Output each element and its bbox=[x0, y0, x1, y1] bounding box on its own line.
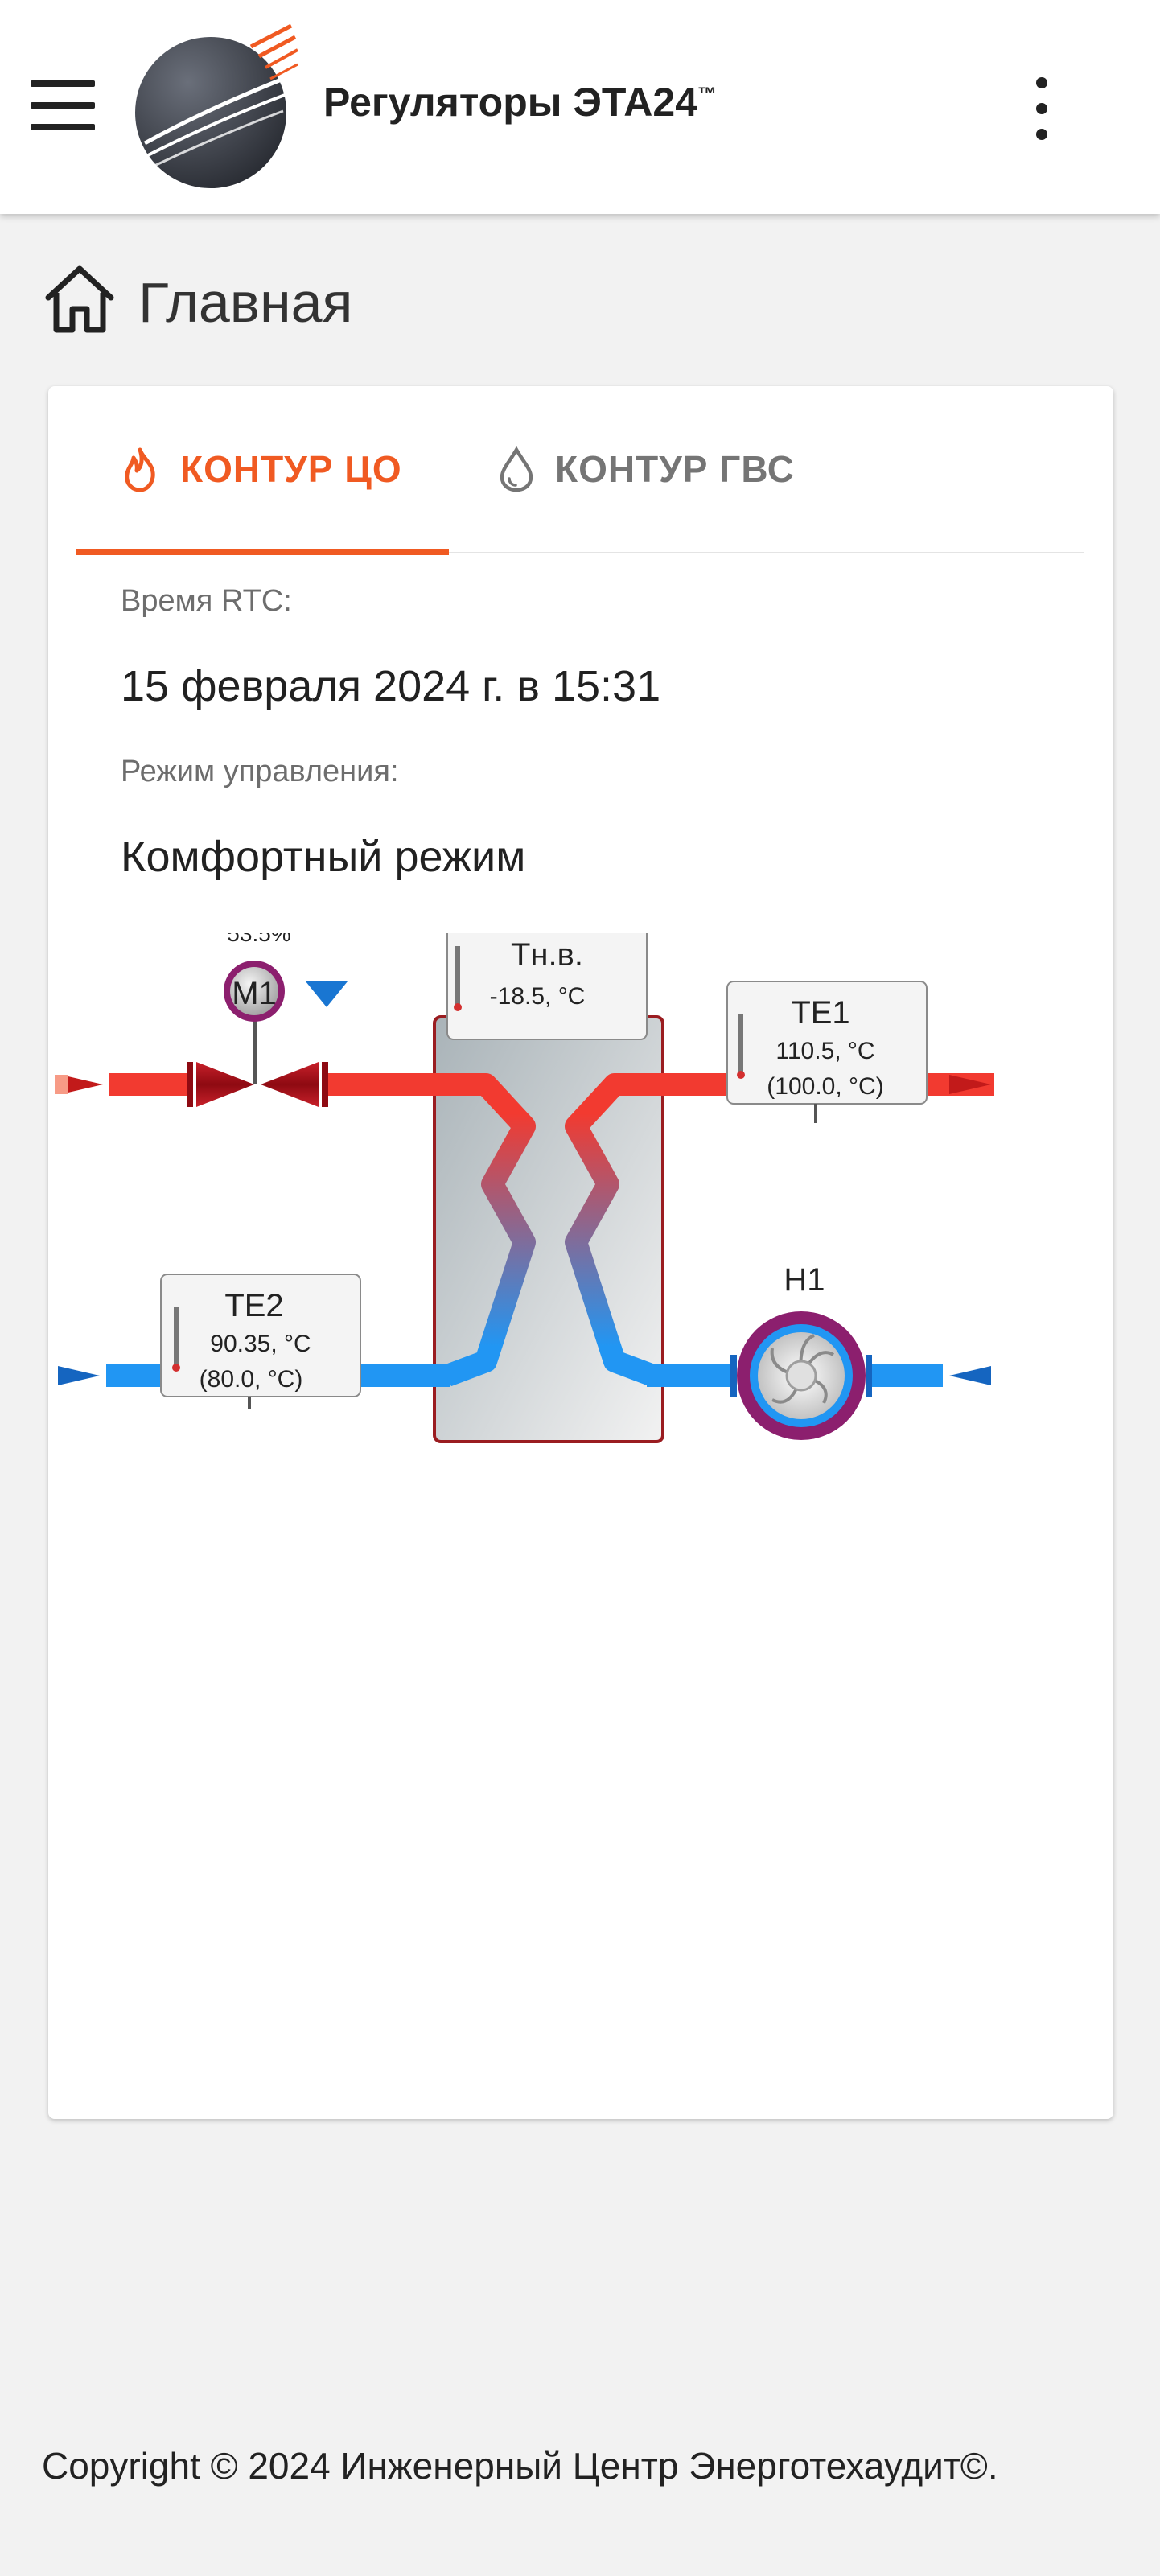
thermometer-icon bbox=[174, 1307, 179, 1364]
mode-value: Комфортный режим bbox=[121, 833, 526, 881]
supply-pipe-left bbox=[109, 1073, 190, 1096]
app-logo bbox=[135, 23, 298, 188]
te1-value: 110.5, °C bbox=[775, 1038, 874, 1064]
outdoor-temp-box: Тн.в. -18.5, °C bbox=[446, 933, 648, 1040]
mode-label: Режим управления: bbox=[121, 755, 399, 788]
footer-copyright: Copyright © 2024 Инженерный Центр Энерго… bbox=[42, 2445, 998, 2487]
valve-closing-triangle-icon bbox=[306, 981, 348, 1007]
te1-setpoint: (100.0, °C) bbox=[767, 1073, 883, 1100]
left-coil bbox=[443, 1073, 536, 1387]
tab-bar: КОНТУР ЦО КОНТУР ГВС bbox=[76, 386, 1084, 555]
te2-setpoint: (80.0, °C) bbox=[200, 1366, 303, 1393]
app-bar: Регуляторы ЭТА24™ bbox=[0, 0, 1160, 214]
home-icon[interactable] bbox=[43, 262, 116, 335]
tab-kontur-gvs-label: КОНТУР ГВС bbox=[555, 448, 796, 490]
tab-kontur-co-label: КОНТУР ЦО bbox=[180, 448, 402, 490]
valve-m1[interactable]: M1 bbox=[187, 961, 328, 1107]
heating-scheme: M1 53.5% Тн.в. -18.5, °C TE1 110.5, °C (… bbox=[48, 933, 1110, 1561]
return-pipe-right bbox=[647, 1364, 737, 1387]
pump-h1[interactable] bbox=[730, 1311, 872, 1440]
te2-name: TE2 bbox=[224, 1288, 283, 1323]
te2-value: 90.35, °C bbox=[210, 1331, 311, 1357]
valve-m1-name: M1 bbox=[232, 976, 277, 1011]
right-coil bbox=[565, 1073, 657, 1387]
outdoor-temp-name: Тн.в. bbox=[511, 937, 583, 973]
te2-sensor-box: TE2 90.35, °C (80.0, °C) bbox=[160, 1274, 361, 1409]
valve-m1-opening: 53.5% bbox=[227, 933, 290, 946]
rtc-label: Время RTC: bbox=[121, 584, 292, 618]
return-pipe-inlet bbox=[869, 1364, 943, 1387]
supply-inlet-arrow bbox=[61, 1075, 103, 1094]
return-inlet-arrow bbox=[949, 1366, 991, 1385]
te1-name: TE1 bbox=[791, 995, 849, 1031]
more-options-icon[interactable] bbox=[1022, 77, 1063, 140]
tab-kontur-gvs[interactable]: КОНТУР ГВС bbox=[499, 386, 795, 552]
menu-icon[interactable] bbox=[31, 80, 95, 130]
app-title-text: Регуляторы ЭТА24 bbox=[323, 80, 698, 125]
supply-outlet-arrow bbox=[949, 1075, 991, 1094]
flame-icon bbox=[125, 447, 155, 492]
supply-inlet-stripes bbox=[55, 1075, 68, 1094]
thermometer-icon bbox=[455, 946, 460, 1004]
drop-icon bbox=[500, 446, 533, 492]
tab-kontur-co[interactable]: КОНТУР ЦО bbox=[121, 386, 402, 552]
pump-h1-name: H1 bbox=[784, 1262, 825, 1298]
app-title: Регуляторы ЭТА24™ bbox=[323, 79, 717, 126]
outdoor-temp-value: -18.5, °C bbox=[490, 983, 586, 1010]
active-tab-indicator bbox=[76, 549, 449, 555]
trademark-sign: ™ bbox=[697, 84, 718, 105]
return-outlet-arrow bbox=[58, 1366, 100, 1385]
thermometer-icon bbox=[738, 1014, 743, 1072]
te1-sensor-box: TE1 110.5, °C (100.0, °C) bbox=[726, 981, 928, 1123]
page-title: Главная bbox=[138, 271, 353, 334]
supply-pipe-valve-out bbox=[325, 1073, 450, 1096]
rtc-value: 15 февраля 2024 г. в 15:31 bbox=[121, 662, 661, 710]
